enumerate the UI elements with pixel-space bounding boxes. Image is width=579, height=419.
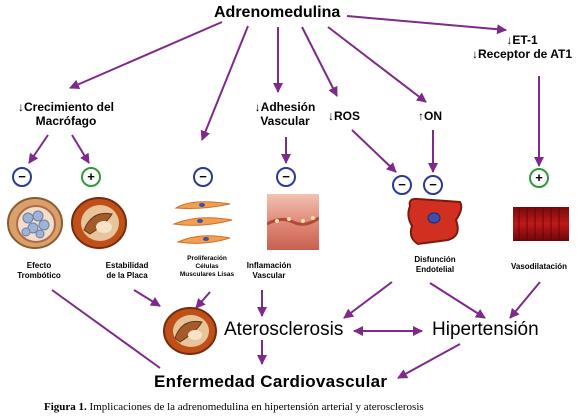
minus-sign-no: − <box>423 175 443 195</box>
vasodilation-illustration <box>513 207 569 241</box>
smooth-muscle-cells-illustration <box>172 201 233 244</box>
label-plaque-stability: Estabilidad de la Placa <box>105 261 149 280</box>
outcome-atherosclerosis: Aterosclerosis <box>224 319 344 340</box>
minus-sign-proliferation: − <box>193 167 213 187</box>
node-nitric-oxide: ↑ON <box>418 109 442 123</box>
figure-caption: Figura 1. Implicaciones de la adrenomedu… <box>44 401 424 413</box>
label-thrombotic-effect: Efecto Trombótico <box>17 261 61 280</box>
label-vasodilation: Vasodilatación <box>510 262 568 271</box>
outcome-cardiovascular-disease: Enfermedad Cardiovascular <box>154 372 388 391</box>
vascular-inflammation-illustration <box>267 194 319 250</box>
atherosclerosis-vessel-illustration <box>163 307 217 355</box>
label-endothelial-dysfunction: Disfunción Endotelial <box>414 255 456 274</box>
plus-sign-plaque: + <box>81 167 101 187</box>
thrombus-vessel-illustration <box>7 197 63 249</box>
diagram-title: Adrenomedulina <box>214 4 341 21</box>
outcome-hypertension: Hipertensión <box>432 319 539 340</box>
stable-plaque-illustration <box>71 197 127 249</box>
label-smooth-muscle-proliferation: Proliferación Células Musculares Lisas <box>164 255 250 279</box>
label-proliferation-line-3: Musculares Lisas <box>179 271 235 278</box>
plus-sign-vasodilation: + <box>529 168 549 188</box>
label-proliferation-line-2: Células <box>195 263 219 270</box>
caption-label: Figura 1. <box>44 401 87 413</box>
minus-sign-thrombotic: − <box>12 167 32 187</box>
label-proliferation-line-1: Proliferación <box>187 255 227 262</box>
caption-text: Implicaciones de la adrenomedulina en hi… <box>86 401 424 413</box>
minus-sign-inflammation: − <box>276 167 296 187</box>
node-ros: ↓ROS <box>327 109 360 123</box>
node-macrophage-growth: ↓Crecimiento del Macrófago <box>17 100 115 128</box>
node-et1-at1: ↓ET-1 ↓Receptor de AT1 <box>471 33 573 61</box>
endothelial-cell-illustration <box>407 197 463 246</box>
node-vascular-adhesion: ↓Adhesión Vascular <box>254 100 316 128</box>
minus-sign-ros: − <box>392 175 412 195</box>
label-vascular-inflammation: Inflamación Vascular <box>246 261 292 280</box>
